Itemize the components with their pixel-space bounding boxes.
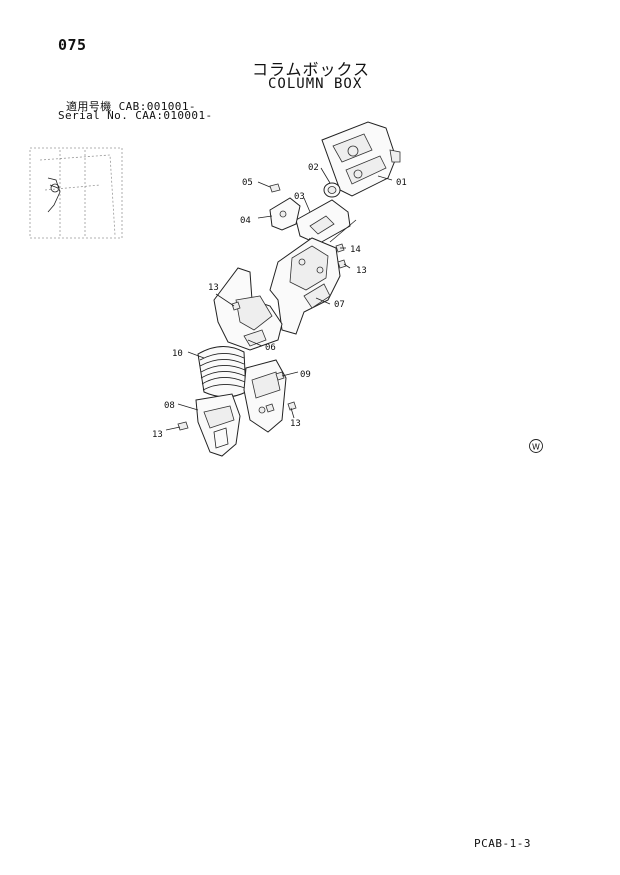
callout-04: 04	[240, 216, 251, 226]
part-01-gauge-housing	[321, 121, 401, 197]
footer-page-code: PCAB-1-3	[474, 837, 531, 850]
callout-14: 14	[350, 245, 361, 255]
title-japanese: コラムボックス	[252, 60, 371, 79]
part-09-side-cover	[243, 359, 287, 433]
part-06-lower-cover	[213, 267, 283, 351]
callout-13-lower-right: 13	[290, 419, 301, 429]
callout-06: 06	[265, 343, 276, 353]
serial-line-applicable-model: 適用号機 CAB:001001-	[66, 100, 196, 113]
part-05-screw	[269, 183, 281, 193]
part-10-bellows	[197, 346, 247, 398]
callout-01: 01	[396, 178, 407, 188]
title-english: COLUMN BOX	[268, 76, 363, 92]
callout-08: 08	[164, 401, 175, 411]
part-07-upper-cover	[269, 237, 341, 335]
callout-13-right: 13	[356, 266, 367, 276]
part-02-bushing	[323, 182, 341, 198]
callout-09: 09	[300, 370, 311, 380]
leader-lines	[165, 167, 393, 431]
callout-02: 02	[308, 163, 319, 173]
callout-03: 03	[294, 192, 305, 202]
callout-13-upper-left: 13	[208, 283, 219, 293]
callout-07: 07	[334, 300, 345, 310]
callout-10: 10	[172, 349, 183, 359]
circled-w-mark: W	[529, 439, 543, 453]
part-08-lower-column-cover	[195, 393, 241, 457]
callout-13-lower-left: 13	[152, 430, 163, 440]
circled-w-letter: W	[532, 443, 540, 452]
callout-05: 05	[242, 178, 253, 188]
part-04-clamp	[269, 197, 301, 231]
page-number: 075	[58, 36, 87, 54]
location-thumbnail	[29, 147, 123, 239]
serial-line-serial-no: Serial No. CAA:010001-	[58, 109, 213, 122]
